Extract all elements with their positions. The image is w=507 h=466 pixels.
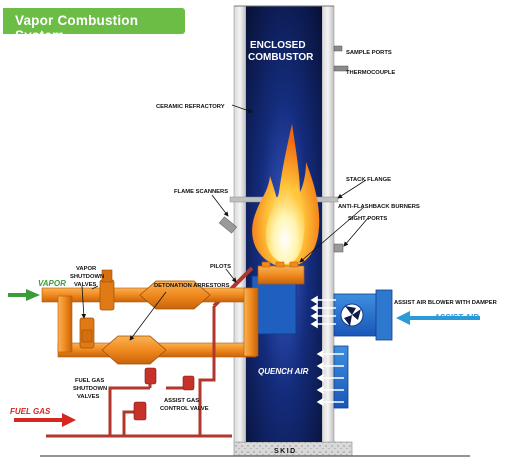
burner-tip (261, 261, 271, 268)
burner-tip (275, 261, 285, 268)
fan-blades (344, 306, 361, 326)
quench-air-flow (316, 349, 344, 407)
fuel-gas-arrow (14, 413, 76, 427)
anti-flashback-label: ANTI-FLASHBACK BURNERS (338, 204, 420, 210)
vapor-inlet-arrow (8, 289, 40, 301)
flame-inner (265, 182, 305, 264)
sample-ports-label: SAMPLE PORTS (346, 50, 392, 56)
thermocouple (333, 65, 349, 72)
fuel-gas-inlet-label: FUEL GAS (10, 407, 51, 416)
enclosed-label: ENCLOSED (250, 40, 306, 51)
burner-manifold (251, 275, 297, 335)
fuel-gas-shutdown-valve (144, 367, 157, 385)
assist-air-inlet-label: ASSIST AIR (433, 313, 479, 322)
stack-wall-left (233, 5, 247, 443)
thermocouple-label: THERMOCOUPLE (346, 70, 395, 76)
vapor-shutdown-label-3: VALVES (74, 282, 96, 288)
vapor-shutdown-label-1: VAPOR (76, 266, 97, 272)
sight-ports-label: SIGHT PORTS (348, 216, 387, 222)
fuel-gas-lines (46, 306, 232, 438)
sample-port (333, 45, 343, 52)
fuel-gas-shutdown-valve (182, 375, 195, 391)
quench-air-louver (333, 345, 349, 409)
detonation-arrestors-label: DETONATION ARRESTORS (154, 283, 230, 289)
valve-actuator (81, 329, 93, 343)
skid-label: SKID (274, 448, 297, 455)
flame-scanners-label: FLAME SCANNERS (174, 189, 228, 195)
assist-air-arrow (396, 311, 480, 325)
assist-air-blower-label: ASSIST AIR BLOWER WITH DAMPER (394, 300, 498, 306)
burner-tip (289, 261, 299, 268)
quench-air-label: QUENCH AIR (258, 367, 309, 376)
vapor-shutdown-label-2: SHUTDOWN (70, 274, 104, 280)
detonation-arrestor (101, 335, 167, 365)
fuel-gas-shutdown-label-1: FUEL GAS (75, 378, 104, 384)
combustor-label: COMBUSTOR (248, 52, 314, 63)
fuel-gas-shutdown-label-3: VALVES (77, 394, 99, 400)
valve-actuator (101, 269, 113, 283)
ceramic-refractory-label: CERAMIC REFRACTORY (156, 104, 225, 110)
assist-gas-control-valve (133, 401, 147, 421)
diagram-title: Vapor Combustion System (15, 13, 139, 43)
assist-gas-label-1: ASSIST GAS (164, 398, 199, 404)
sight-port (333, 243, 344, 253)
pilots-label: PILOTS (210, 264, 231, 270)
stack-flange-label: STACK FLANGE (346, 177, 391, 183)
anti-flashback-burner (257, 265, 305, 285)
detonation-arrestor (139, 280, 211, 310)
assist-air-flow (310, 295, 336, 329)
title-badge: Vapor Combustion System (3, 8, 185, 43)
fuel-gas-shutdown-label-2: SHUTDOWN (73, 386, 107, 392)
blower-damper (375, 289, 393, 341)
flame-scanner (218, 216, 238, 234)
vapor-shutdown-valve (99, 279, 115, 311)
stack-wall-right (321, 5, 335, 443)
assist-gas-label-2: CONTROL VALVE (160, 406, 209, 412)
vapor-inlet-label: VAPOR (38, 279, 66, 288)
leader-lines (81, 104, 369, 341)
